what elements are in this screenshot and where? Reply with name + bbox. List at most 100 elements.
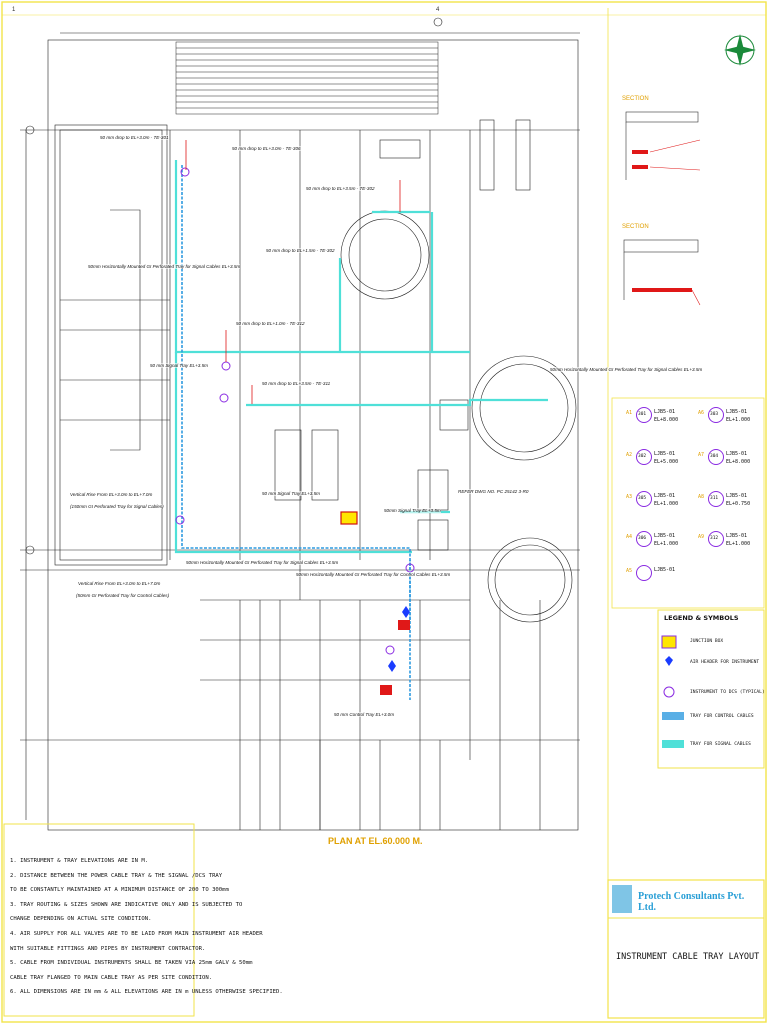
plan-annotation: 50mm Signal Tray EL+3.5m xyxy=(384,508,441,513)
junction-box-icon xyxy=(340,511,358,525)
schedule-junction-box: LJB5-01 xyxy=(726,533,748,539)
schedule-instrument-number: 306 xyxy=(638,536,647,541)
schedule-elevation: EL+8.000 xyxy=(654,417,679,423)
schedule-elevation: EL+1.000 xyxy=(654,501,679,507)
schedule-elevation: EL+8.000 xyxy=(726,459,751,465)
schedule-instrument-number: 304 xyxy=(710,454,719,459)
schedule-tag: A3 xyxy=(626,494,633,500)
schedule-junction-box: LJB5-01 xyxy=(726,493,748,499)
svg-text:4: 4 xyxy=(436,7,440,13)
instrument-bubble-icon xyxy=(219,393,229,403)
schedule-instrument-number: 301 xyxy=(638,412,647,417)
schedule-junction-box: LJB5-01 xyxy=(654,533,676,539)
plan-annotation: 50 mm drop to EL+3.0m - TE-301 xyxy=(100,135,169,140)
schedule-elevation: EL+5.000 xyxy=(654,459,679,465)
signal-tray-runs xyxy=(174,160,548,554)
title-block-frame xyxy=(607,879,765,1019)
schedule-elevation: EL+1.000 xyxy=(726,417,751,423)
plan-annotation: 50 mm Signal Tray EL+3.5m xyxy=(150,363,208,368)
company-name: Protech Consultants Pvt. Ltd. xyxy=(638,891,745,913)
note-line: 5. CABLE FROM INDIVIDUAL INSTRUMENTS SHA… xyxy=(10,960,253,967)
plan-annotation: Vertical Rise From EL+3.0m to EL+7.0m xyxy=(78,581,161,586)
schedule-junction-box: LJB5-01 xyxy=(726,409,748,415)
instrument-bubble-icon xyxy=(636,449,652,465)
schedule-tag: A4 xyxy=(626,534,633,540)
schedule-instrument-number: 302 xyxy=(638,454,647,459)
legend-heading: LEGEND & SYMBOLS xyxy=(664,614,739,622)
instrument-bubble-icon xyxy=(385,645,395,655)
schedule-tag: A5 xyxy=(626,568,633,574)
schedule-elevation: EL+0.750 xyxy=(726,501,751,507)
note-line: TO BE CONSTANTLY MAINTAINED AT A MINIMUM… xyxy=(10,887,229,894)
note-line: CHANGE DEPENDING ON ACTUAL SITE CONDITIO… xyxy=(10,916,152,923)
legend-item-junction-box: JUNCTION BOX xyxy=(690,639,724,644)
instrument-bubble-icon xyxy=(636,531,652,547)
schedule-junction-box: LJB5-01 xyxy=(654,451,676,457)
plan-annotation: REFER DWG NO. PC 25142 3-R0 xyxy=(458,489,529,494)
svg-text:SECTION: SECTION xyxy=(622,224,649,230)
schedule-junction-box: LJB5-01 xyxy=(654,493,676,499)
schedule-instrument-number: 311 xyxy=(710,496,719,501)
plan-annotation: 50 mm Signal Tray EL+3.5m xyxy=(262,491,320,496)
plan-annotation: (50mm GI Perforated Tray for Control Cab… xyxy=(76,593,170,598)
schedule-tag: A2 xyxy=(626,452,633,458)
plan-drawing xyxy=(20,17,580,831)
instrument-bubble-icon xyxy=(708,407,724,423)
schedule-tag: A1 xyxy=(626,410,633,416)
schedule-instrument-number: 303 xyxy=(710,412,719,417)
plan-annotation: 50mm Horizontally Mounted GI Perforated … xyxy=(296,572,451,577)
plan-annotation: 50 mm drop to EL+3.5m - TE-311 xyxy=(262,381,331,386)
plan-annotation: 50mm Horizontally Mounted GI Perforated … xyxy=(186,560,339,565)
legend-item-control-tray: TRAY FOR CONTROL CABLES xyxy=(690,714,754,719)
legend-item-instrument: INSTRUMENT TO DCS (TYPICAL) xyxy=(690,690,765,695)
svg-text:SECTION: SECTION xyxy=(622,96,649,102)
detail-sketches: SECTION SECTION xyxy=(622,96,701,306)
note-line: CABLE TRAY FLANGED TO MAIN CABLE TRAY AS… xyxy=(10,974,213,981)
schedule-instrument-number: 312 xyxy=(710,536,719,541)
instrument-bubble-icon xyxy=(175,515,185,525)
plan-annotation: (150mm GI Perforated Tray for Signal Cab… xyxy=(70,504,164,509)
schedule-junction-box: LJB5-01 xyxy=(654,409,676,415)
plan-markers xyxy=(175,140,415,695)
building-outline xyxy=(47,39,579,831)
plan-annotation: 50 mm drop to EL+3.0m - TE-306 xyxy=(232,146,301,151)
plan-annotation: 50 mm drop to EL+1.5m - TE-302 xyxy=(266,248,335,253)
schedule-tag: A9 xyxy=(698,534,705,540)
schedule-instrument-number: 305 xyxy=(638,496,647,501)
schedule-frame xyxy=(611,397,765,609)
plan-annotation: Vertical Rise From EL+3.0m to EL+7.0m xyxy=(70,492,153,497)
schedule-junction-box: LJB5-01 xyxy=(654,567,676,573)
schedule-tag: A7 xyxy=(698,452,705,458)
plan-annotation: 50 mm drop to EL+3.5m - TE-302 xyxy=(306,186,375,191)
instrument-bubble-icon xyxy=(636,565,652,581)
instrument-bubble-icon xyxy=(708,491,724,507)
air-header-icon xyxy=(388,660,396,672)
north-arrow xyxy=(724,34,756,66)
note-line: 2. DISTANCE BETWEEN THE POWER CABLE TRAY… xyxy=(10,872,223,879)
instrument-bubble-icon xyxy=(636,491,652,507)
schedule-tag: A8 xyxy=(698,494,705,500)
schedule-junction-box: LJB5-01 xyxy=(726,451,748,457)
schedule-elevation: EL+1.000 xyxy=(654,541,679,547)
note-line: 4. AIR SUPPLY FOR ALL VALVES ARE TO BE L… xyxy=(10,931,263,937)
note-line: 6. ALL DIMENSIONS ARE IN mm & ALL ELEVAT… xyxy=(10,989,283,996)
louver-grille xyxy=(175,41,439,115)
valve-icon xyxy=(380,685,392,695)
instrument-bubble-icon xyxy=(708,531,724,547)
instrument-bubble-icon xyxy=(636,407,652,423)
legend-item-air-header: AIR HEADER FOR INSTRUMENT xyxy=(690,660,760,665)
legend-item-signal-tray: TRAY FOR SIGNAL CABLES xyxy=(690,742,751,747)
title-block: Protech Consultants Pvt. Ltd. INSTRUMENT… xyxy=(608,880,764,1018)
plan-annotation: 50 mm Control Tray EL+3.0m xyxy=(334,712,395,717)
valve-icon xyxy=(398,620,410,630)
note-line: 3. TRAY ROUTING & SIZES SHOWN ARE INDICA… xyxy=(10,901,243,908)
schedule-tag: A6 xyxy=(698,410,705,416)
instrument-bubble-icon xyxy=(180,167,190,177)
note-line: 1. INSTRUMENT & TRAY ELEVATIONS ARE IN M… xyxy=(10,858,149,864)
schedule-elevation: EL+1.000 xyxy=(726,541,751,547)
svg-text:1: 1 xyxy=(12,7,16,13)
plan-annotation: 50 mm drop to EL+1.0m - TE-312 xyxy=(236,321,305,326)
plan-title: PLAN AT EL.60.000 M. xyxy=(328,836,423,846)
plan-annotation: 50mm Horizontally Mounted GI Perforated … xyxy=(550,367,703,372)
